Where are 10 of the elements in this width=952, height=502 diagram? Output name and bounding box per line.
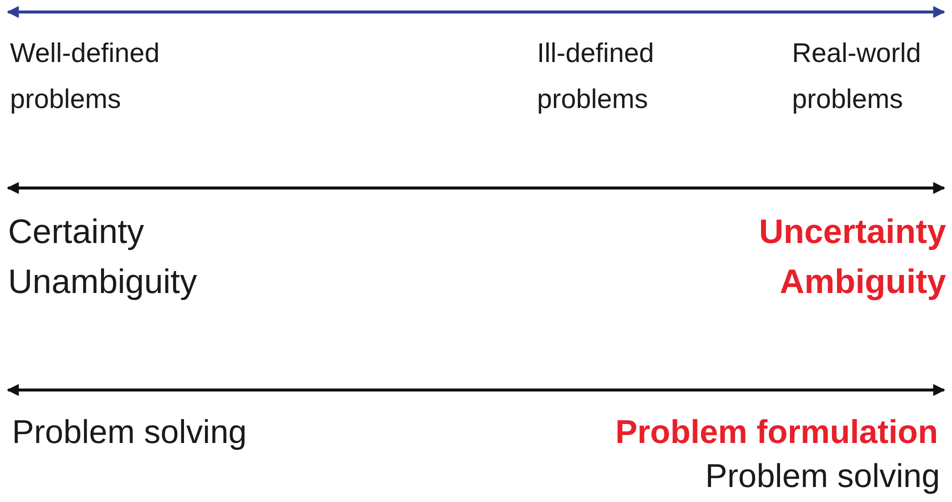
scale-label: Certainty <box>8 212 144 253</box>
scale-label: Unambiguity <box>8 262 197 303</box>
scale-label: Problem formulation <box>615 412 938 452</box>
scale-label: Ambiguity <box>780 262 946 303</box>
scale-label: Problem solving <box>705 456 940 496</box>
scale-label: Problem solving <box>12 412 247 452</box>
scale-label: Uncertainty <box>758 212 946 253</box>
scale-label: Ill-defined problems <box>537 37 656 116</box>
scale-label: Real-world problems <box>792 37 922 116</box>
scale-label: Well-defined problems <box>10 37 161 116</box>
